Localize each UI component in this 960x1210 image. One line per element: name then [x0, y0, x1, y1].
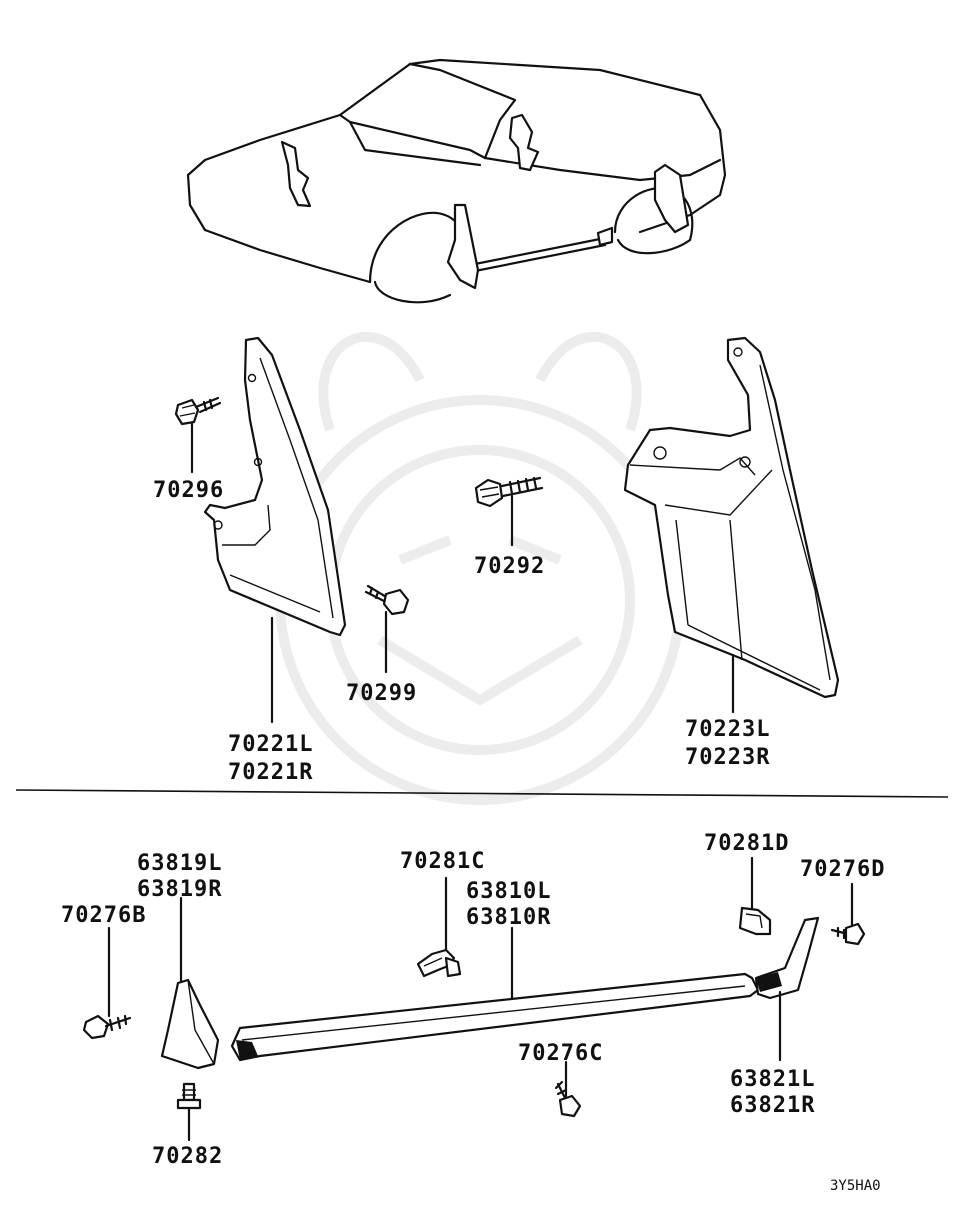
car-overview [186, 58, 727, 304]
bolt-70292-icon [474, 476, 544, 547]
rear-mud-guard-70223 [623, 336, 840, 714]
front-mud-guard-70221 [203, 336, 347, 724]
label-70221l: 70221L [228, 732, 313, 757]
clip-70281d-icon [738, 856, 772, 936]
label-70276b: 70276B [61, 903, 146, 928]
label-63819l: 63819L [137, 851, 222, 876]
label-70221r: 70221R [228, 760, 313, 785]
side-sill-front-piece-63819 [160, 896, 220, 1070]
label-70223r: 70223R [685, 745, 770, 770]
label-70299: 70299 [346, 681, 417, 706]
screw-70276d-icon [830, 882, 866, 946]
label-70276c: 70276C [518, 1041, 603, 1066]
screw-70276b-icon [82, 926, 132, 1040]
label-70281c: 70281C [400, 849, 485, 874]
label-63810l: 63810L [466, 879, 551, 904]
label-70296: 70296 [153, 478, 224, 503]
screw-70276c-icon [554, 1060, 582, 1118]
section-divider [15, 789, 949, 798]
diagram-code: 3Y5HA0 [830, 1178, 881, 1194]
label-70281d: 70281D [704, 831, 789, 856]
label-63821r: 63821R [730, 1093, 815, 1118]
side-sill-garnish-63810 [230, 926, 760, 1062]
label-70292: 70292 [474, 554, 545, 579]
label-63821l: 63821L [730, 1067, 815, 1092]
screw-70296-icon [174, 396, 222, 474]
clip-70282-icon [176, 1082, 202, 1142]
clip-70281c-icon [416, 876, 462, 978]
screw-70299-icon [364, 584, 410, 674]
label-70282: 70282 [152, 1144, 223, 1169]
label-63810r: 63810R [466, 905, 551, 930]
side-sill-rear-piece-63821 [754, 916, 820, 1062]
label-70276d: 70276D [800, 857, 885, 882]
label-63819r: 63819R [137, 877, 222, 902]
label-70223l: 70223L [685, 717, 770, 742]
